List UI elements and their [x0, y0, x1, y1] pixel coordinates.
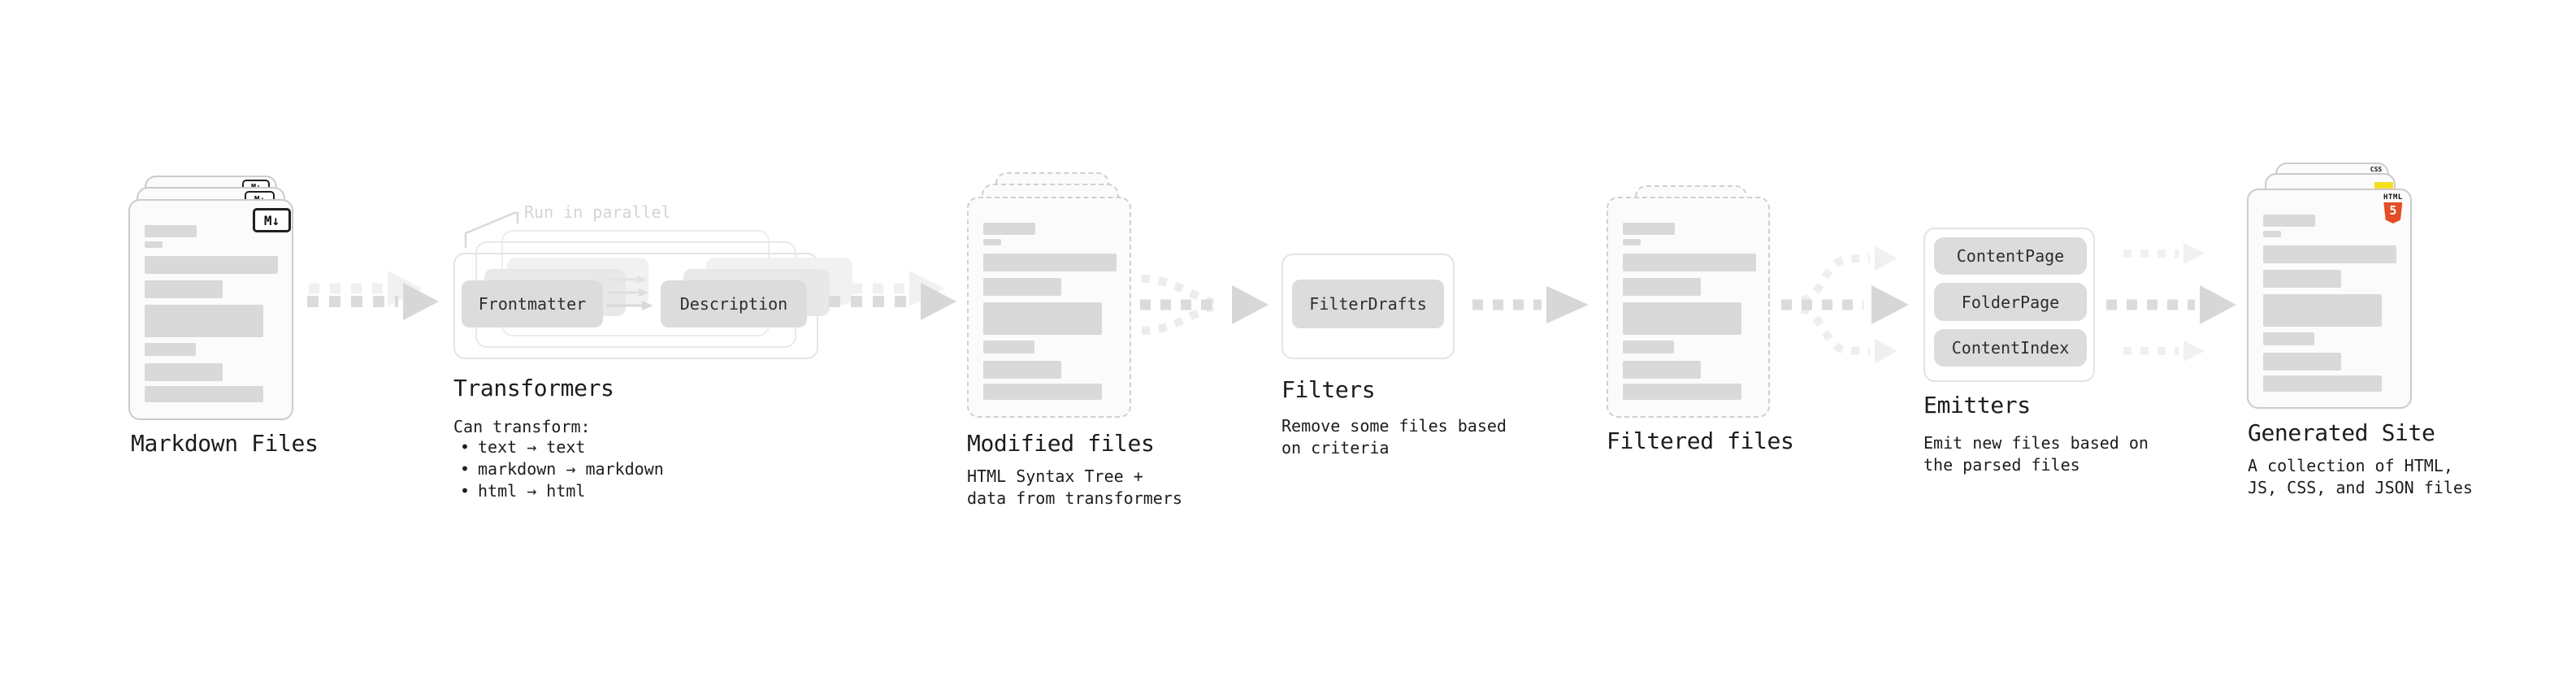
placeholder-line — [1623, 384, 1741, 400]
placeholder-line — [145, 305, 263, 337]
filtered-file-card-front — [1607, 197, 1770, 418]
generated-site-subtitle: A collection of HTML, JS, CSS, and JSON … — [2248, 455, 2473, 499]
placeholder-line — [2263, 375, 2382, 392]
placeholder-line — [1623, 239, 1641, 245]
emitter-pill-contentindex: ContentIndex — [1934, 329, 2087, 367]
subtitle-line: the parsed files — [1923, 455, 2080, 475]
placeholder-line — [1623, 361, 1701, 379]
merge-arrow-modified-to-filters — [1140, 275, 1268, 335]
css-icon-label: CSS — [2370, 166, 2383, 173]
placeholder-line — [145, 241, 163, 248]
placeholder-line — [145, 343, 196, 356]
flow-arrow-filters-to-filtered — [1472, 286, 1589, 323]
html5-icon-five: 5 — [2389, 203, 2397, 218]
emitter-pill-contentpage: ContentPage — [1934, 237, 2087, 275]
placeholder-line — [983, 239, 1001, 245]
subtitle-line: Remove some files based — [1281, 416, 1507, 436]
stage-title-markdown-files: Markdown Files — [131, 430, 319, 457]
bullet-dot: • — [460, 481, 471, 501]
transformer-pill-description: Description — [661, 280, 807, 327]
placeholder-line — [1623, 254, 1756, 271]
flow-arrow-transformers-to-modified — [829, 271, 956, 320]
html5-icon-shield: 5 — [2383, 202, 2403, 223]
placeholder-line — [1623, 340, 1674, 354]
stage-title-filters: Filters — [1281, 376, 1376, 403]
html5-icon: HTML 5 — [2383, 194, 2403, 223]
markdown-icon: M↓ — [253, 208, 291, 232]
pill-to-pill-arrows — [606, 275, 653, 310]
placeholder-line — [1623, 278, 1701, 296]
placeholder-line — [983, 340, 1034, 354]
placeholder-line — [983, 361, 1061, 379]
markdown-file-card-front: M↓ — [128, 199, 293, 420]
placeholder-line — [2263, 332, 2314, 345]
html5-icon-label: HTML — [2383, 193, 2403, 202]
transform-bullet: • html → html — [460, 480, 585, 501]
parallel-leader-line — [464, 211, 519, 248]
fanout-arrow-filtered-to-emitters — [1781, 246, 1909, 363]
placeholder-line — [145, 386, 263, 402]
subtitle-line: data from transformers — [967, 488, 1182, 508]
bullet-dot: • — [460, 437, 471, 457]
placeholder-line — [145, 363, 223, 381]
placeholder-line — [983, 254, 1117, 271]
placeholder-line — [983, 384, 1102, 400]
placeholder-line — [2263, 245, 2396, 263]
stage-title-generated-site: Generated Site — [2248, 419, 2435, 446]
subtitle-line: on criteria — [1281, 438, 1390, 458]
transform-bullet: • text → text — [460, 436, 585, 458]
stage-title-modified-files: Modified files — [967, 430, 1155, 457]
emitter-pill-folderpage: FolderPage — [1934, 283, 2087, 321]
placeholder-line — [983, 223, 1035, 235]
stage-title-emitters: Emitters — [1923, 392, 2031, 419]
stage-title-filtered-files: Filtered files — [1607, 427, 1794, 454]
placeholder-line — [1623, 223, 1675, 235]
placeholder-line — [2263, 294, 2382, 327]
modified-files-subtitle: HTML Syntax Tree + data from transformer… — [967, 466, 1182, 510]
subtitle-line: A collection of HTML, — [2248, 456, 2453, 475]
placeholder-line — [983, 278, 1061, 296]
subtitle-line: JS, CSS, and JSON files — [2248, 478, 2473, 497]
subtitle-line: HTML Syntax Tree + — [967, 466, 1143, 486]
filters-subtitle: Remove some files based on criteria — [1281, 415, 1507, 459]
bullet-dot: • — [460, 459, 471, 479]
run-in-parallel-callout: Run in parallel — [524, 202, 671, 222]
placeholder-line — [983, 302, 1102, 335]
flow-arrows-emitters-to-site — [2106, 243, 2236, 362]
bullet-text: text → text — [478, 437, 586, 457]
transformer-pill-frontmatter: Frontmatter — [462, 280, 603, 327]
placeholder-line — [145, 256, 278, 274]
emitters-subtitle: Emit new files based on the parsed files — [1923, 432, 2149, 476]
placeholder-line — [2263, 215, 2315, 227]
filter-pill-filterdrafts: FilterDrafts — [1292, 280, 1444, 328]
flow-arrow-markdown-to-transformers — [307, 271, 439, 320]
placeholder-line — [145, 280, 223, 298]
site-file-card-html: HTML 5 — [2247, 189, 2412, 409]
placeholder-line — [145, 225, 197, 237]
placeholder-line — [2263, 231, 2281, 237]
bullet-text: markdown → markdown — [478, 459, 664, 479]
bullet-text: html → html — [478, 481, 586, 501]
placeholder-line — [1623, 302, 1741, 335]
transform-bullet: • markdown → markdown — [460, 458, 664, 479]
placeholder-line — [2263, 270, 2341, 288]
transformers-intro: Can transform: — [453, 417, 591, 436]
modified-file-card-front — [967, 197, 1131, 418]
placeholder-line — [2263, 353, 2341, 371]
subtitle-line: Emit new files based on — [1923, 433, 2149, 453]
stage-title-transformers: Transformers — [453, 375, 614, 401]
